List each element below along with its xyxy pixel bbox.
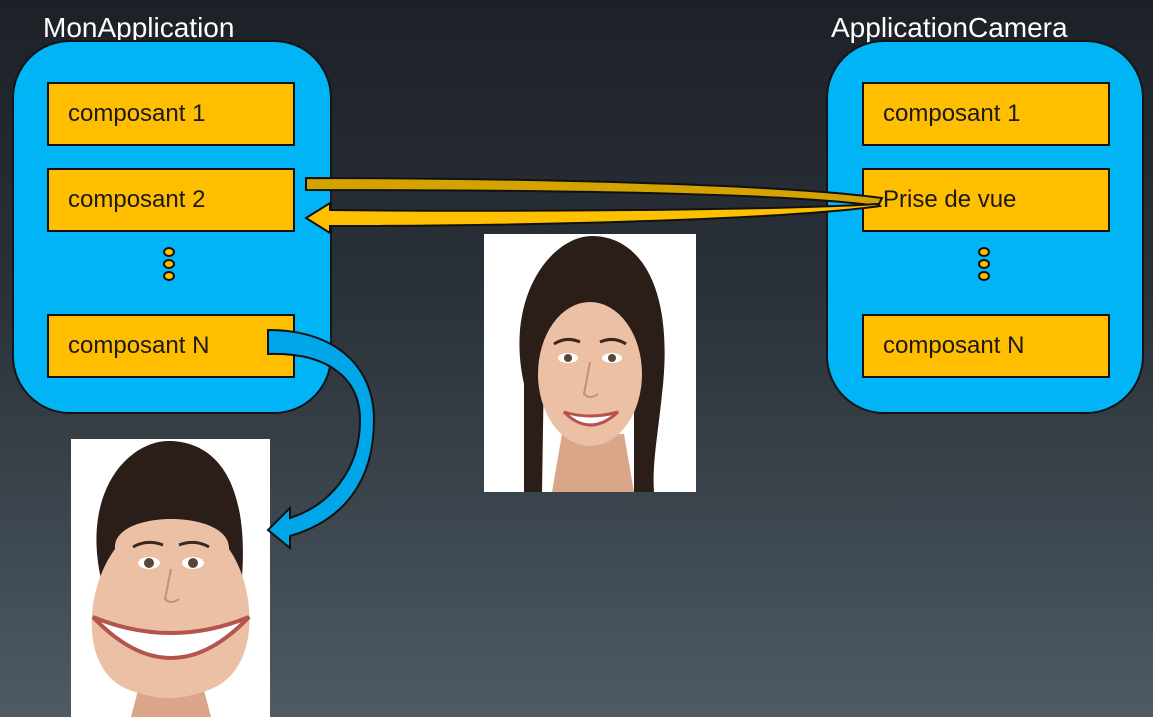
right-app-title: ApplicationCamera [831,12,1068,43]
return-arrow [304,201,883,235]
left-app-title: MonApplication [43,12,235,43]
right-component-n: composant N [862,314,1110,378]
face-photo-icon [484,234,696,492]
left-component-1: composant 1 [47,82,295,146]
right-ellipsis-icon [978,247,992,283]
process-arrow [266,328,376,551]
request-arrow [305,176,884,208]
distorted-face-photo-icon [71,439,270,717]
left-component-2: composant 2 [47,168,295,232]
right-component-1: composant 1 [862,82,1110,146]
right-component-capture: Prise de vue [862,168,1110,232]
left-ellipsis-icon [163,247,177,283]
